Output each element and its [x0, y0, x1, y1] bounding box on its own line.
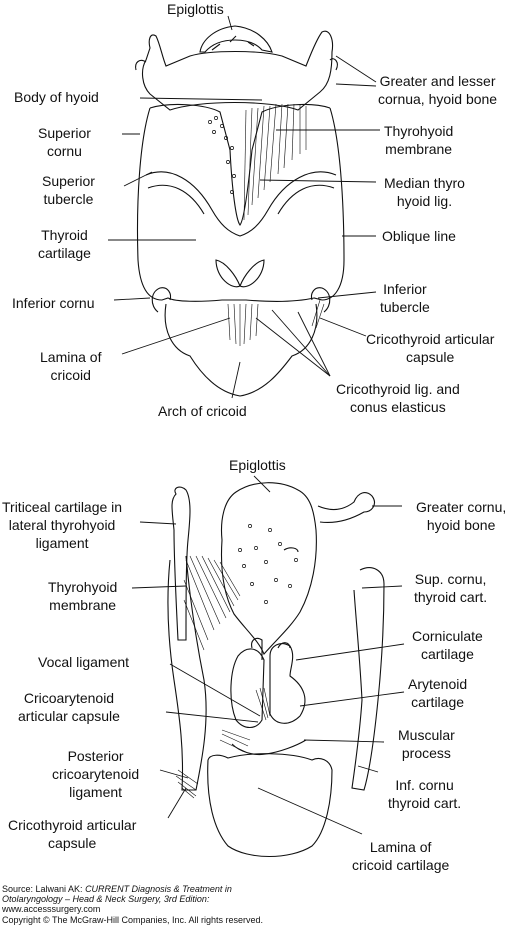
- epiglottis-dots: [238, 524, 298, 604]
- thyroid-cartilage-shape: [136, 107, 345, 302]
- label-thyrohyoid-membrane-bottom: Thyrohyoid membrane: [48, 579, 118, 613]
- bottom-figure-drawing: [131, 475, 405, 858]
- label-epiglottis-bottom: Epiglottis: [229, 457, 286, 473]
- cricothyroid-lig-hatching: [227, 299, 325, 346]
- source-url: www.accesssurgery.com: [2, 904, 101, 914]
- label-epiglottis-top: Epiglottis: [167, 1, 224, 17]
- label-cricothyroid-articular-capsule-top: Cricothyroid articular capsule: [366, 331, 495, 365]
- posterior-cricoarytenoid-hatching: [175, 769, 199, 799]
- label-inf-cornu-thyroid: Inf. cornu thyroid cart.: [388, 777, 462, 811]
- cricoid-lamina-shape: [207, 753, 333, 858]
- hyoid-bone-shape: [141, 30, 334, 111]
- label-cricoarytenoid-articular-capsule: Cricoarytenoid articular capsule: [18, 690, 120, 724]
- label-muscular-process: Muscular process: [398, 727, 455, 761]
- label-lamina-of-cricoid-cartilage: Lamina of cricoid cartilage: [352, 839, 450, 873]
- label-vocal-ligament: Vocal ligament: [38, 654, 130, 670]
- thyroid-lamina-right: [351, 567, 385, 791]
- bottom-leader-lines: [131, 475, 405, 835]
- label-arytenoid-cartilage: Arytenoid cartilage: [408, 676, 468, 710]
- label-cricothyroid-lig: Cricothyroid lig. and conus elasticus: [336, 381, 460, 415]
- thyrohyoid-membrane-posterior: [183, 555, 241, 651]
- label-lamina-of-cricoid: Lamina of cricoid: [40, 349, 102, 383]
- label-inferior-cornu: Inferior cornu: [12, 295, 95, 311]
- label-body-of-hyoid: Body of hyoid: [14, 89, 99, 105]
- top-leader-lines: [108, 15, 380, 399]
- source-line-2: Otolaryngology – Head & Neck Surgery, 3r…: [2, 894, 210, 904]
- label-sup-cornu-thyroid: Sup. cornu, thyroid cart.: [414, 571, 488, 605]
- arytenoid-cartilage-shape: [230, 648, 265, 729]
- label-thyrohyoid-membrane: Thyrohyoid membrane: [384, 123, 454, 157]
- label-median-thyrohyoid-lig: Median thyro hyoid lig.: [384, 175, 465, 209]
- label-posterior-cricoarytenoid-ligament: Posterior cricoarytenoid ligament: [52, 748, 140, 800]
- label-oblique-line: Oblique line: [382, 228, 456, 244]
- vocal-ligament-hatching: [219, 687, 271, 753]
- epiglottis-posterior-shape: [220, 482, 317, 656]
- thyrohyoid-membrane-hatching: [243, 103, 307, 221]
- label-superior-tubercle: Superior tubercle: [42, 173, 95, 207]
- label-arch-of-cricoid: Arch of cricoid: [158, 403, 247, 419]
- cricoid-shape: [164, 303, 318, 397]
- label-inferior-tubercle: Inferior tubercle: [380, 281, 430, 315]
- membrane-dots: [208, 116, 236, 194]
- label-greater-lesser-cornua: Greater and lesser cornua, hyoid bone: [378, 73, 498, 107]
- label-cricothyroid-articular-capsule-bottom: Cricothyroid articular capsule: [8, 817, 137, 851]
- label-greater-cornu-hyoid: Greater cornu, hyoid bone: [416, 499, 507, 533]
- label-thyroid-cartilage: Thyroid cartilage: [38, 227, 91, 261]
- label-triticeal-cartilage: Triticeal cartilage in lateral thyrohyoi…: [2, 499, 123, 551]
- label-superior-cornu: Superior cornu: [38, 125, 91, 159]
- label-corniculate-cartilage: Corniculate cartilage: [412, 628, 483, 662]
- top-figure-drawing: [108, 15, 380, 399]
- copyright: Copyright © The McGraw-Hill Companies, I…: [2, 915, 264, 925]
- source-line-1: Source: Lalwani AK: CURRENT Diagnosis & …: [2, 884, 232, 894]
- epiglottis-shape: [199, 25, 273, 53]
- hyoid-posterior-shape: [171, 486, 191, 641]
- thyroid-lamina-left: [167, 555, 207, 791]
